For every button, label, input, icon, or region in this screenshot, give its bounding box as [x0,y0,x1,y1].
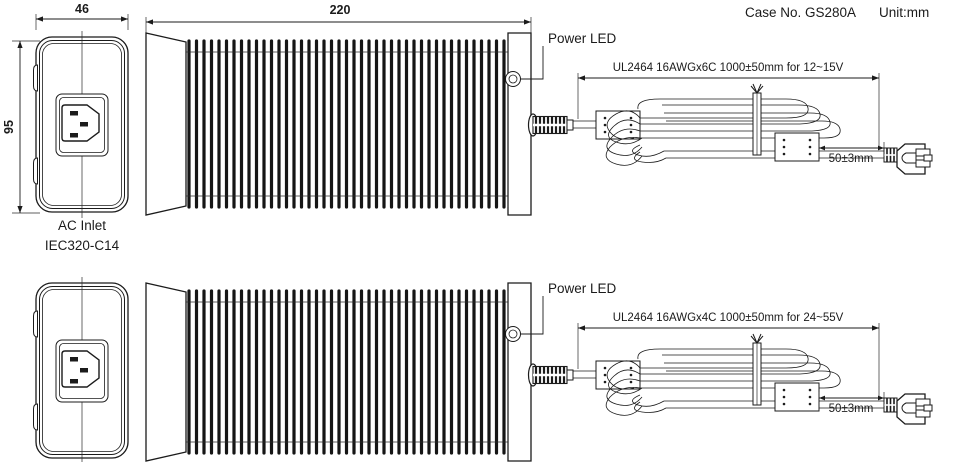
power-led-leader-top [520,46,544,80]
front-view-ac-inlet-bottom [32,276,129,462]
dim-95-label: 95 [2,120,16,134]
dimension-tail-bottom [818,392,885,411]
dc-output-plug-bottom [883,393,933,425]
cable-tie-top [750,83,764,156]
cable-label-block-a-top [595,110,641,140]
dimension-width-46 [35,14,129,30]
strain-relief-boot-top [527,112,575,138]
unit-label: Unit:mm [879,5,929,20]
power-led-icon-bottom [505,326,521,342]
case-number-label: Case No. GS280A [745,5,856,20]
iec-type-label: IEC320-C14 [45,238,120,253]
cable-spec-label-top: UL2464 16AWGx6C 1000±50mm for 12~15V [613,62,844,74]
strain-relief-boot-bottom [527,362,575,388]
dim-tail-label-top: 50±3mm [829,153,874,165]
dimension-cable-top [577,73,880,148]
side-view-heatsink-bottom [145,282,532,462]
ac-inlet-label: AC Inlet [58,218,106,233]
cable-spec-label-bottom: UL2464 16AWGx4C 1000±50mm for 24~55V [613,312,844,324]
dim-220-label: 220 [330,3,351,17]
side-view-heatsink-top [145,32,532,216]
power-led-label-bottom: Power LED [548,281,617,296]
power-led-leader-bottom [520,296,544,335]
power-led-label-top: Power LED [548,31,617,46]
dimension-tail-top [818,142,885,161]
dim-46-label: 46 [75,2,89,16]
power-led-icon-top [505,71,521,87]
cable-assembly-bottom [573,333,933,425]
dc-output-plug-top [883,143,933,175]
dim-tail-label-bottom: 50±3mm [829,403,874,415]
front-view-ac-inlet-top [32,30,129,219]
cable-assembly-top [573,83,933,175]
cable-tie-bottom [750,333,764,406]
cable-label-block-b-top [774,132,820,162]
cable-label-block-a-bottom [595,360,641,390]
cable-label-block-b-bottom [774,382,820,412]
dimension-height-95 [12,40,40,214]
dimension-length-220 [145,17,532,34]
dimension-cable-bottom [577,323,880,398]
